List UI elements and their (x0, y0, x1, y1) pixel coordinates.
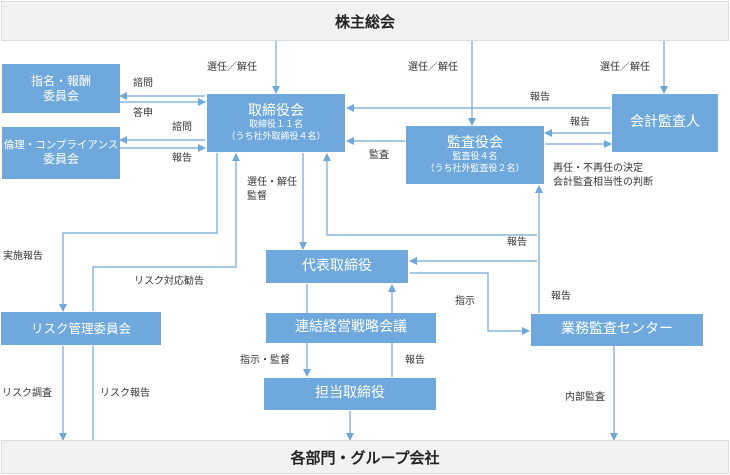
label-appoint-supervise-line1: 選任・解任 (247, 177, 297, 188)
arrow-implementation-report (59, 153, 218, 312)
board-title: 取締役会 (248, 102, 304, 119)
label-risk-report: リスク報告 (100, 388, 150, 399)
ethics-committee-title: 倫理・コンプライアンス (3, 138, 119, 151)
board-line2: （うち社外取締役４名） (226, 131, 326, 142)
label-appoint-audit: 選任／解任 (408, 62, 458, 73)
officers-title: 担当取締役 (315, 385, 385, 402)
arrow-risk-recommendation (92, 153, 240, 311)
board-line1: 取締役１１名 (248, 120, 303, 131)
label-report-center-audit: 報告 (551, 291, 571, 302)
ethics-committee-sub: 委員会 (42, 152, 79, 167)
risk-committee-title: リスク管理委員会 (30, 320, 131, 336)
strategy-meeting-box: 連結経営戦略会議 (266, 313, 436, 343)
strategy-meeting-title: 連結経営戦略会議 (295, 319, 407, 336)
shareholders-meeting-bar: 株主総会 (1, 1, 729, 41)
audit-board-line1: 監査役４名 (452, 152, 498, 163)
label-instruction: 指示 (455, 296, 475, 307)
officers-box: 担当取締役 (264, 378, 436, 410)
nomination-committee-box: 指名・報酬 委員会 (2, 64, 120, 113)
label-reappoint-line1: 再任・不再任の決定 (553, 163, 643, 174)
board-of-directors-box: 取締役会 取締役１１名 （うち社外取締役４名） (207, 94, 345, 152)
label-instruct-supervise: 指示・監督 (240, 355, 290, 366)
departments-bar: 各部門・グループ会社 (1, 440, 729, 474)
label-report-auditor-audit: 報告 (570, 117, 590, 128)
label-appoint-board: 選任／解任 (207, 62, 257, 73)
audit-board-title: 監査役会 (447, 134, 503, 151)
label-implementation-report: 実施報告 (3, 251, 43, 262)
label-report-ethics: 報告 (172, 153, 192, 164)
risk-committee-box: リスク管理委員会 (1, 312, 161, 345)
label-audit: 監査 (369, 150, 389, 161)
label-report-auditor-board: 報告 (530, 92, 550, 103)
audit-board-box: 監査役会 監査役４名 （うち社外監査役２名） (406, 126, 544, 184)
accounting-auditor-box: 会計監査人 (612, 94, 718, 152)
label-answer: 答申 (133, 108, 153, 119)
label-consult-ethics: 諮問 (172, 122, 192, 133)
audit-center-title: 業務監査センター (561, 321, 673, 338)
label-reappoint-line2: 会計監査相当性の判断 (553, 177, 653, 188)
ethics-committee-box: 倫理・コンプライアンス 委員会 (2, 127, 120, 179)
label-report-officers: 報告 (405, 355, 425, 366)
arrow-instruction (410, 272, 530, 335)
label-risk-investigation: リスク調査 (2, 388, 52, 399)
label-risk-recommendation: リスク対応勧告 (134, 276, 204, 287)
audit-center-box: 業務監査センター (531, 314, 703, 346)
accounting-auditor-title: 会計監査人 (630, 114, 700, 131)
label-report-center-board: 報告 (507, 237, 527, 248)
ceo-box: 代表取締役 (266, 250, 408, 283)
ceo-title: 代表取締役 (302, 257, 372, 274)
audit-board-line2: （うち社外監査役２名） (425, 163, 525, 174)
label-appoint-auditor: 選任／解任 (600, 62, 650, 73)
label-internal-audit: 内部監査 (565, 392, 605, 403)
nomination-committee-sub: 委員会 (42, 88, 79, 103)
arrow-report-center-board (323, 153, 537, 236)
nomination-committee-title: 指名・報酬 (30, 73, 91, 88)
label-consult-nomination: 諮問 (133, 78, 153, 89)
label-appoint-supervise-line2: 監督 (247, 191, 267, 202)
